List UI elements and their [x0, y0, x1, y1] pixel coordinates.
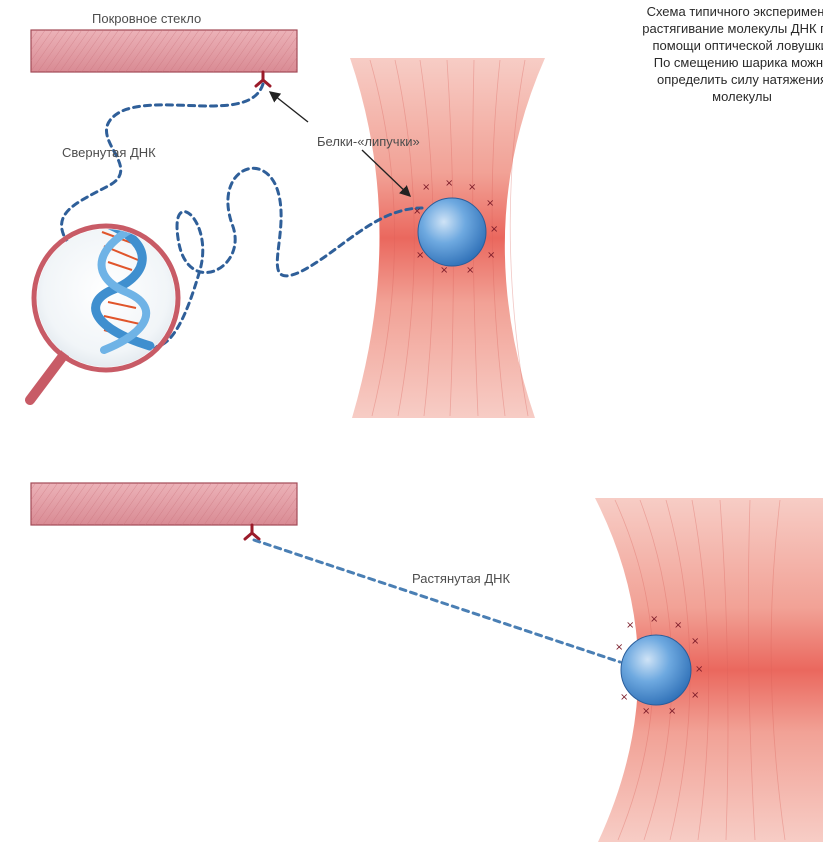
svg-text:×: ×	[615, 642, 623, 653]
svg-text:×: ×	[413, 206, 421, 217]
cover-glass-bottom	[31, 483, 297, 525]
svg-text:×: ×	[422, 182, 430, 193]
svg-text:×: ×	[468, 182, 476, 193]
svg-text:×: ×	[642, 706, 650, 717]
anchor-protein-bottom	[245, 525, 259, 539]
svg-text:×: ×	[668, 706, 676, 717]
caption-line: растягивание молекулы ДНК при	[572, 20, 823, 37]
svg-text:×: ×	[674, 620, 682, 631]
caption-line: молекулы	[572, 88, 823, 105]
svg-text:×: ×	[445, 178, 453, 189]
caption-line: помощи оптической ловушки.	[572, 37, 823, 54]
label-coiled-dna: Свернутая ДНК	[62, 145, 156, 160]
svg-text:×: ×	[650, 614, 658, 625]
svg-text:×: ×	[490, 224, 498, 235]
svg-text:×: ×	[695, 664, 703, 675]
svg-text:×: ×	[691, 636, 699, 647]
cover-glass-top	[31, 30, 297, 72]
svg-text:×: ×	[466, 265, 474, 276]
label-cover-glass: Покровное стекло	[92, 11, 201, 26]
caption-line: определить силу натяжения	[572, 71, 823, 88]
svg-text:×: ×	[487, 250, 495, 261]
caption-line: Схема типичного эксперимента	[572, 3, 823, 20]
svg-text:×: ×	[416, 250, 424, 261]
figure-caption: Схема типичного эксперимента растягивани…	[572, 3, 823, 105]
arrow-to-anchor	[270, 92, 308, 122]
svg-text:×: ×	[486, 198, 494, 209]
label-stretched-dna: Растянутая ДНК	[412, 571, 510, 586]
svg-text:×: ×	[620, 692, 628, 703]
svg-text:×: ×	[691, 690, 699, 701]
svg-text:×: ×	[626, 620, 634, 631]
svg-text:×: ×	[440, 265, 448, 276]
magnifier-icon	[30, 220, 178, 400]
stretched-dna-strand	[254, 540, 620, 662]
caption-line: По смещению шарика можно	[572, 54, 823, 71]
label-sticky-proteins: Белки-«липучки»	[317, 134, 420, 149]
